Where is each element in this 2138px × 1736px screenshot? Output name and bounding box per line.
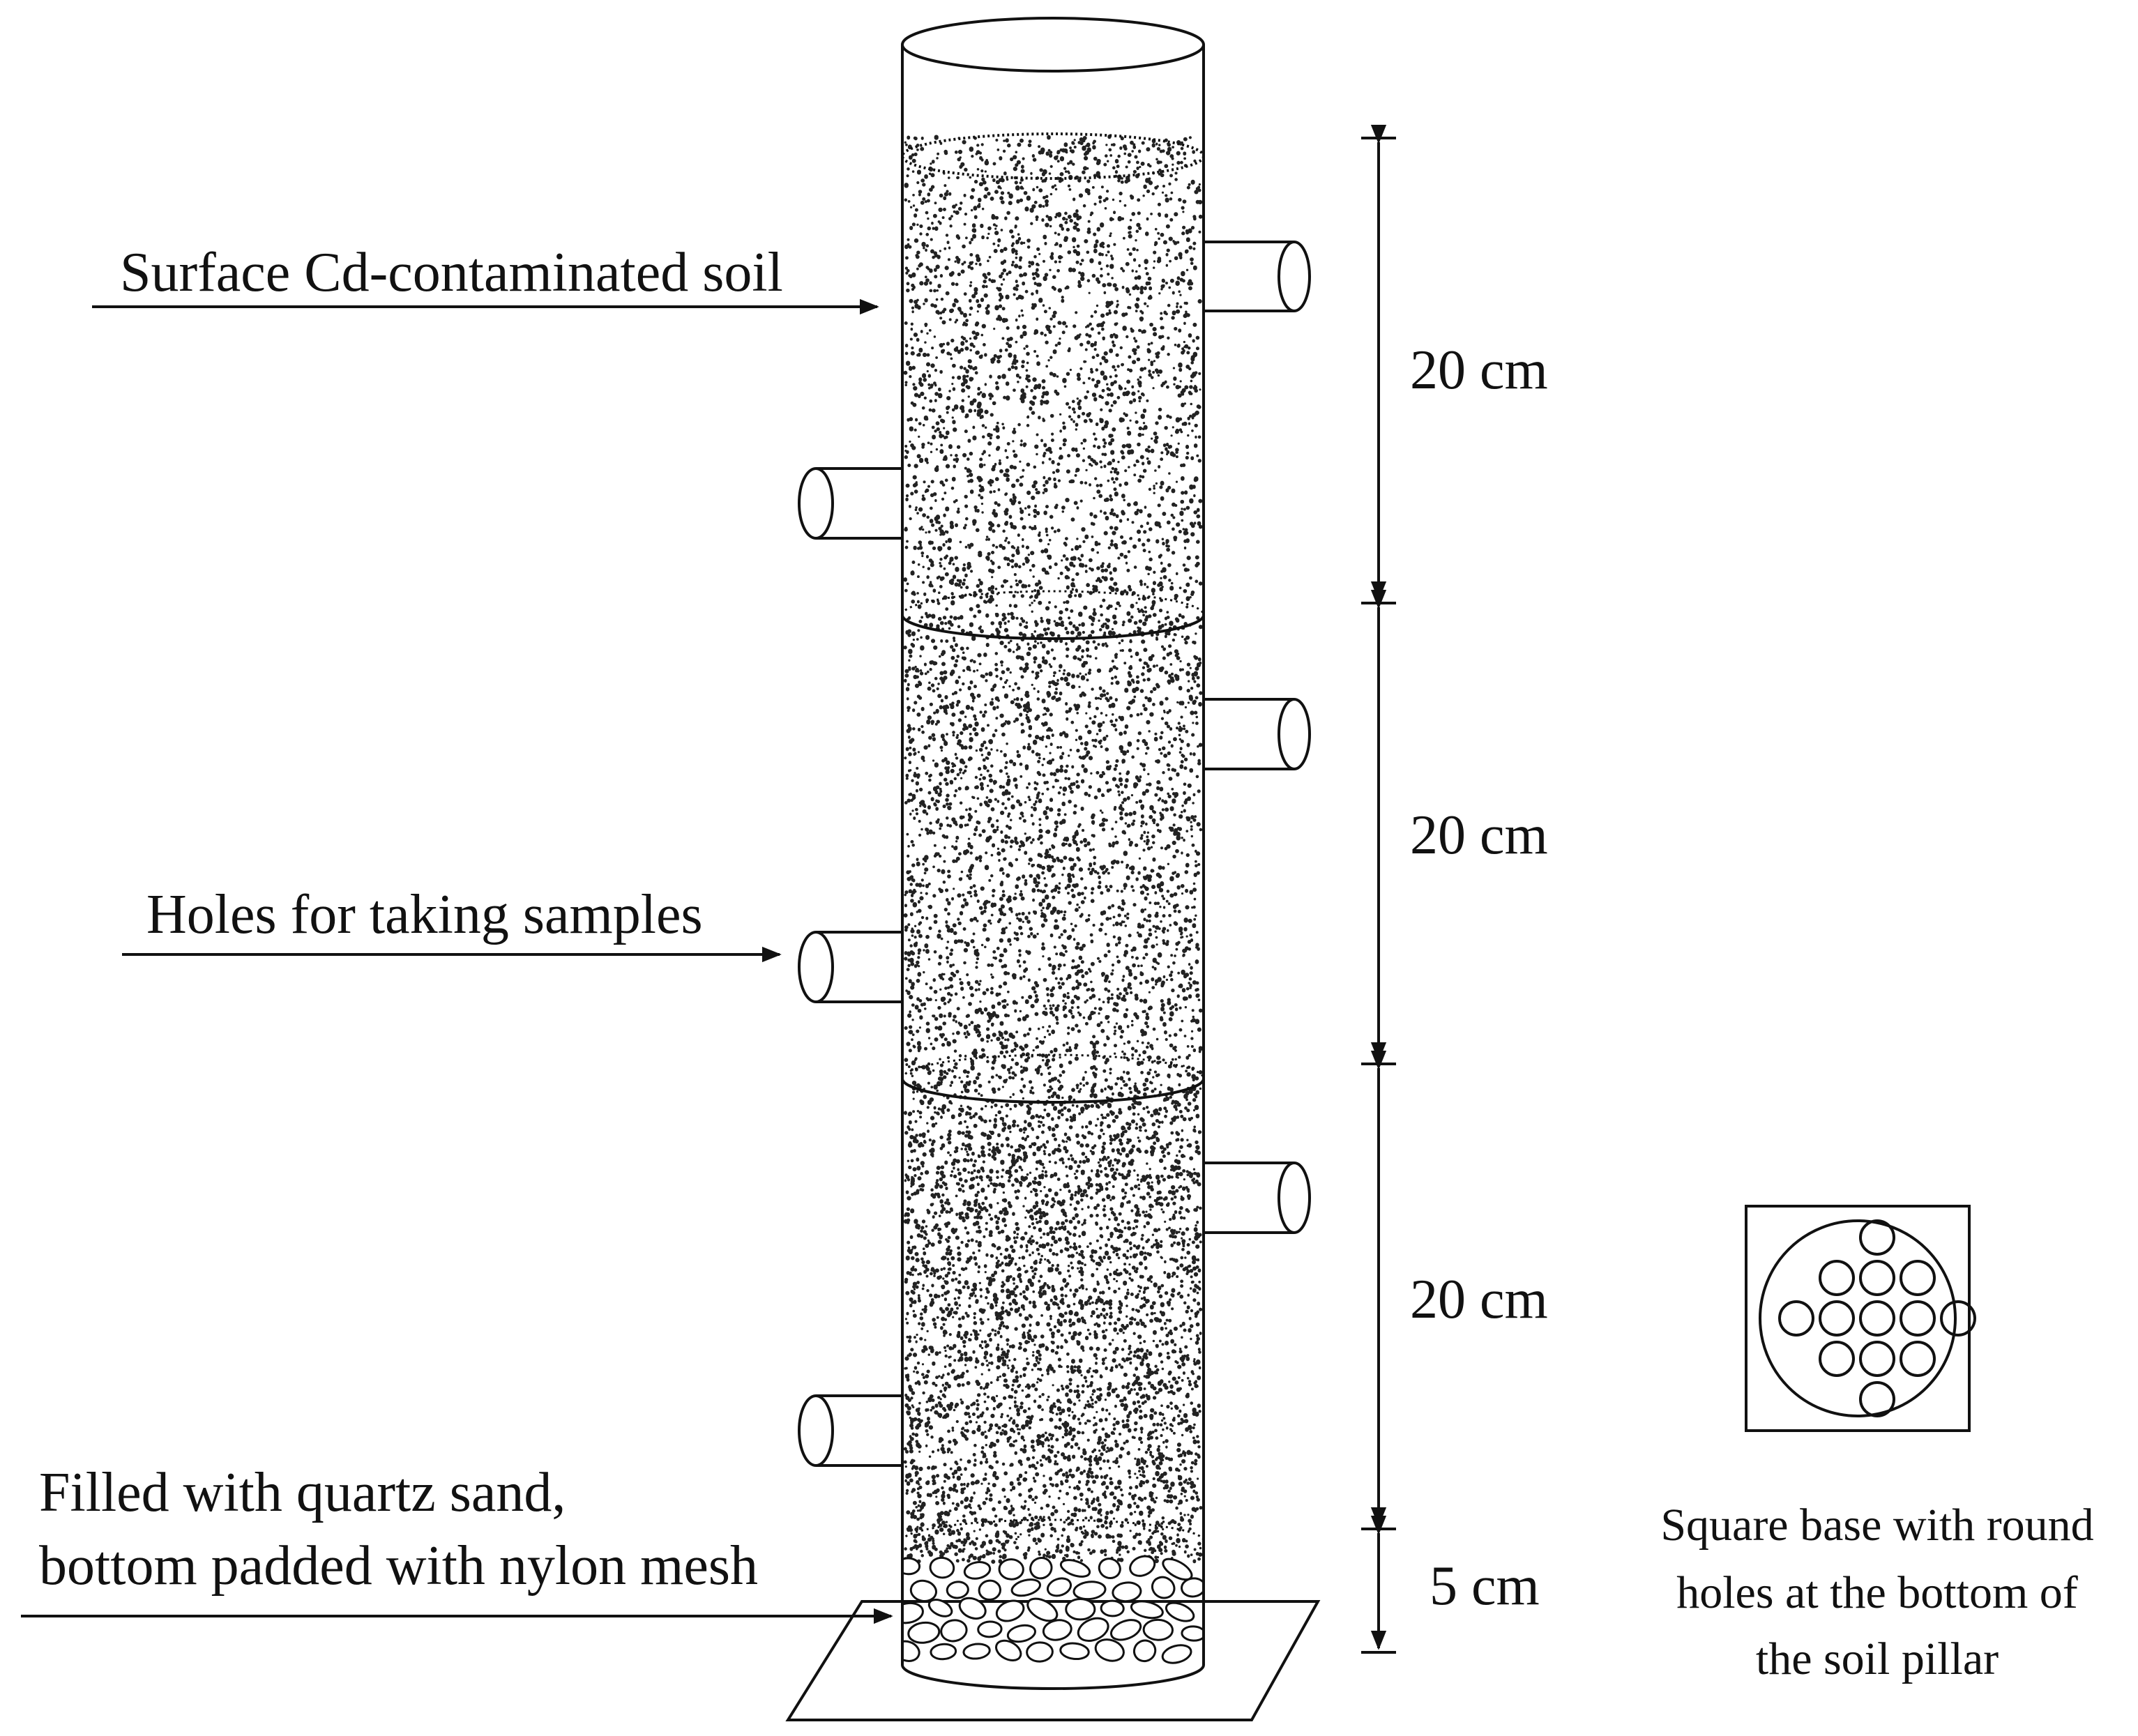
column-bottom-rim (901, 1664, 1205, 1690)
sampling-port-left-1 (798, 467, 902, 540)
dimension-lines (1361, 124, 1396, 1654)
base-hole (1900, 1341, 1936, 1377)
base-caption-line2: holes at the bottom of (1676, 1567, 2078, 1618)
quartz-pebble (1010, 1578, 1041, 1597)
quartz-pebble (1181, 1625, 1204, 1642)
quartz-pebble (958, 1597, 987, 1620)
quartz-pebble (995, 1599, 1025, 1622)
quartz-pebble (1132, 1639, 1157, 1663)
soil-stipple (903, 134, 1203, 1564)
sampling-port-right-2 (1204, 698, 1311, 770)
layer-boundary-2 (901, 1078, 1205, 1104)
soil-surface (901, 132, 1205, 180)
quartz-pebble (978, 1579, 1001, 1601)
quartz-pebble (902, 1601, 924, 1624)
sampling-port-right-1 (1204, 241, 1311, 312)
quartz-pebble (940, 1619, 968, 1643)
quartz-pebble (1100, 1599, 1125, 1617)
quartz-pebble (977, 1620, 1003, 1638)
base-hole (1859, 1219, 1895, 1256)
base-hole (1859, 1300, 1895, 1337)
quartz-pebble (1098, 1558, 1121, 1579)
quartz-pebble (1130, 1600, 1164, 1620)
quartz-pebble (1165, 1601, 1195, 1622)
base-holes (1778, 1219, 1976, 1417)
sampling-ports (798, 241, 1311, 1467)
quartz-pebble (963, 1561, 992, 1580)
quartz-pebble (1112, 1581, 1142, 1603)
quartz-pebble (1042, 1619, 1072, 1641)
base-hole (1900, 1300, 1936, 1337)
surface-soil-label: Surface Cd-contaminated soil (120, 242, 783, 303)
dimension-label-1: 20 cm (1410, 340, 1548, 401)
sampling-port-right-3 (1204, 1162, 1311, 1234)
quartz-pebble (1006, 1624, 1037, 1643)
quartz-pebble (1059, 1642, 1090, 1661)
quartz-pebble (1077, 1617, 1109, 1642)
quartz-pebble (946, 1581, 969, 1599)
base-hole (1778, 1300, 1814, 1337)
quartz-pebble (1046, 1577, 1072, 1597)
base-square (1745, 1205, 1971, 1432)
base-caption-line1: Square base with round (1660, 1500, 2093, 1551)
quartz-pebble (995, 1639, 1022, 1661)
base-hole (1859, 1381, 1895, 1417)
quartz-pebble (1109, 1619, 1142, 1641)
sampling-port-left-3 (798, 1394, 902, 1467)
sampling-port-left-2 (798, 931, 902, 1003)
base-disc (1759, 1219, 1957, 1417)
quartz-pebble (1026, 1641, 1054, 1663)
quartz-pebble (1161, 1644, 1192, 1664)
quartz-pebble (1181, 1577, 1204, 1598)
quartz-pebble (1162, 1558, 1193, 1581)
quartz-pebble (1029, 1557, 1053, 1580)
base-caption-line3: the soil pillar (1756, 1634, 1999, 1684)
quartz-pebble (909, 1579, 937, 1602)
quartz-sand-pebbles (902, 1555, 1204, 1664)
quartz-pebble (1072, 1581, 1107, 1601)
quartz-pebble (930, 1643, 957, 1661)
quartz-pebble (1094, 1638, 1125, 1662)
base-hole (1819, 1300, 1855, 1337)
base-hole (1859, 1341, 1895, 1377)
quartz-pebble (1059, 1559, 1091, 1578)
base-hole (1859, 1260, 1895, 1296)
base-hole (1940, 1300, 1976, 1337)
quartz-pebble (1129, 1555, 1156, 1577)
layer-boundary-1 (901, 614, 1205, 640)
holes-label: Holes for taking samples (146, 884, 703, 945)
quartz-pebble (927, 1599, 953, 1617)
quartz-sand-label-line2: bottom padded with nylon mesh (39, 1535, 758, 1597)
quartz-pebble (902, 1640, 920, 1662)
dimension-label-2: 20 cm (1410, 805, 1548, 866)
quartz-pebble (907, 1621, 941, 1644)
quartz-pebble (1151, 1576, 1176, 1599)
base-hole (1819, 1341, 1855, 1377)
base-hole (1819, 1260, 1855, 1296)
quartz-sand-label-line1: Filled with quartz sand, (39, 1462, 566, 1523)
quartz-pebble (1065, 1598, 1096, 1621)
quartz-pebble (962, 1643, 991, 1660)
quartz-pebble (929, 1556, 955, 1579)
quartz-pebble (1142, 1618, 1174, 1641)
quartz-pebble (1026, 1597, 1059, 1622)
dimension-label-4: 5 cm (1430, 1555, 1540, 1617)
quartz-pebble (902, 1557, 921, 1576)
base-plate-inset (1745, 1205, 1976, 1432)
base-hole (1900, 1260, 1936, 1296)
column-top-rim (901, 17, 1205, 73)
soil-stipple-dots (903, 134, 1203, 1564)
dimension-label-3: 20 cm (1410, 1269, 1548, 1330)
quartz-pebble (998, 1558, 1024, 1581)
